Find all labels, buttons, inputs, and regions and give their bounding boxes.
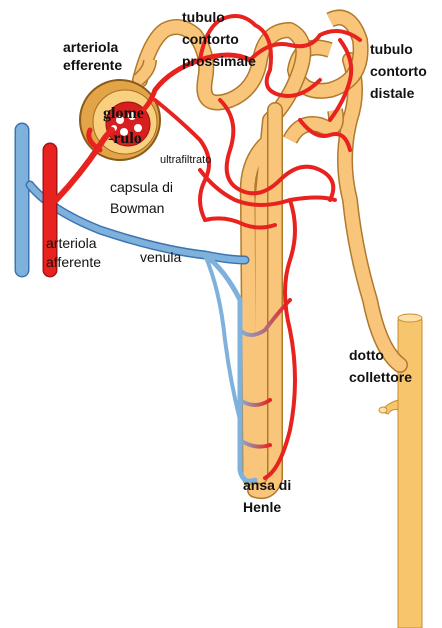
label-capsula-di-bowman-2: Bowman [110,200,164,216]
label-glomerulo-1: glome [103,105,144,122]
label-tubulo-distale-3: distale [370,85,415,101]
label-glomerulo-2: -rulo [108,130,142,147]
label-tubulo-prossimale-3: prossimale [182,53,256,69]
label-tubulo-prossimale-2: contorto [182,31,239,47]
label-ansa-di-henle-2: Henle [243,499,281,515]
label-arteriola-efferente-2: efferente [63,57,122,73]
label-dotto-collettore-2: collettore [349,369,412,385]
label-dotto-collettore-1: dotto [349,347,384,363]
label-arteriola-afferente-1: arteriola [46,235,97,251]
label-tubulo-distale-2: contorto [370,63,427,79]
label-ansa-di-henle-1: ansa di [243,477,291,493]
label-tubulo-distale-1: tubulo [370,41,413,57]
label-ultrafiltrato: ultrafiltrato [160,154,211,166]
label-arteriola-efferente-1: arteriola [63,39,118,55]
label-venula: venula [140,249,181,265]
label-arteriola-afferente-2: afferente [46,254,101,270]
label-tubulo-prossimale-1: tubulo [182,9,225,25]
label-capsula-di-bowman-1: capsula di [110,179,173,195]
